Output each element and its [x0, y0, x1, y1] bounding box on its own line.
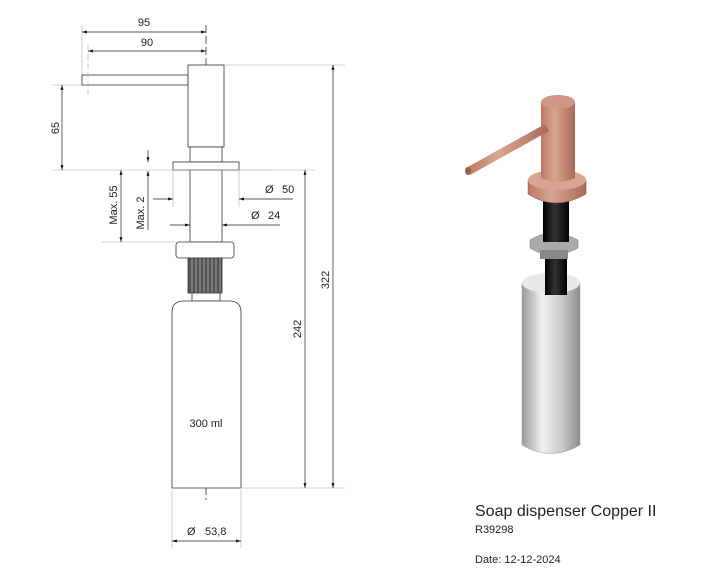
dim-max-2: Max. 2: [135, 196, 147, 229]
dim-diameter-53-8: 53,8: [205, 526, 226, 538]
dim-90: 90: [141, 37, 153, 49]
dim-322: 322: [320, 271, 332, 289]
dim-max-55: Max. 55: [108, 185, 120, 224]
dim-95: 95: [138, 17, 150, 29]
product-code: R39298: [475, 524, 514, 536]
neck: [189, 146, 223, 163]
spout: [81, 74, 189, 86]
dim-diameter-24: 24: [268, 210, 280, 222]
bottle: [171, 300, 242, 489]
dim-65: 65: [50, 122, 62, 134]
side-view: [52, 25, 345, 548]
diameter-symbol: Ø: [187, 526, 196, 538]
render-spout: [466, 124, 549, 175]
dim-diameter-50: 50: [282, 184, 294, 196]
render-shank: [543, 200, 569, 242]
thread: [187, 257, 223, 294]
product-title: Soap dispenser Copper II: [475, 503, 657, 520]
flange: [172, 161, 240, 171]
dim-242: 242: [292, 320, 304, 338]
render-pump-head: [541, 102, 575, 182]
product-render: [465, 95, 587, 454]
bottle-volume: 300 ml: [189, 418, 222, 430]
drawing-date: Date: 12-12-2024: [475, 554, 561, 566]
render-bottle: [521, 274, 581, 454]
nut: [175, 241, 235, 259]
diameter-symbol: Ø: [251, 210, 260, 222]
pump-head: [187, 64, 225, 148]
diameter-symbol: Ø: [265, 184, 274, 196]
shank: [189, 169, 223, 243]
